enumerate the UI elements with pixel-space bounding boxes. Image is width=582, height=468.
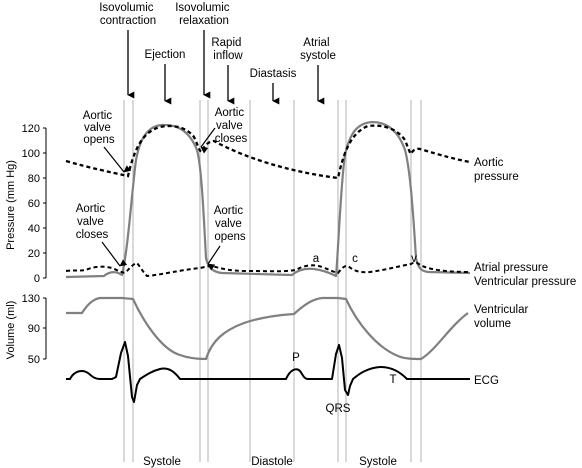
aortic-valve-closes-top-label: Aortic valve closes: [215, 107, 248, 145]
atrial-systole-label: Atrial systole: [300, 37, 336, 62]
systole-label-1: Systole: [143, 456, 181, 468]
ecg-label: ECG: [474, 375, 499, 387]
volume-axis-label: Volume (ml): [5, 301, 17, 360]
aortic-opens-top-pointer: [103, 146, 132, 173]
aortic-valve-opens-top-label: Aortic valve opens: [83, 110, 116, 146]
pressure-tick-labels: 120 100 80 60 40 20 0: [22, 123, 40, 285]
pressure-axis-label: Pressure (mm Hg): [5, 160, 17, 250]
tick-label: 80: [28, 173, 40, 185]
aortic-valve-closes-low-label: Aortic valve closes: [76, 203, 109, 241]
wave-c-label: c: [352, 253, 358, 265]
aortic-pressure-curve: [65, 124, 471, 180]
aortic-closes-low-pointer: [101, 241, 128, 267]
atrial-pressure-curve: [65, 261, 471, 278]
aortic-pressure-label: Aortic pressure: [474, 157, 519, 183]
tick-label: 60: [28, 198, 40, 210]
ventricular-pressure-curve: [65, 120, 471, 279]
ecg-t-label: T: [389, 374, 396, 386]
diastole-label: Diastole: [251, 456, 293, 468]
atrial-pressure-label: Atrial pressure: [474, 262, 548, 274]
isovolumic-contraction-label: Isovolumic contraction: [99, 2, 157, 27]
ejection-label: Ejection: [145, 49, 186, 61]
tick-label: 90: [28, 323, 40, 335]
systole-label-2: Systole: [359, 456, 397, 468]
diastasis-label: Diastasis: [250, 68, 297, 80]
volume-tick-labels: 130 90 50: [22, 293, 40, 366]
ecg-p-label: P: [292, 352, 300, 364]
rapid-inflow-label: Rapid inflow: [211, 37, 244, 62]
ecg-qrs-label: QRS: [326, 403, 351, 415]
tick-label: 0: [34, 273, 40, 285]
ecg-trace: [66, 341, 470, 403]
aortic-opens-low-pointer: [207, 245, 221, 271]
wave-a-label: a: [313, 253, 320, 265]
tick-label: 40: [28, 223, 40, 235]
ventricular-pressure-label: Ventricular pressure: [474, 276, 576, 288]
tick-label: 20: [28, 248, 40, 260]
ventricular-volume-curve: [66, 296, 469, 361]
phase-guide-lines: [123, 100, 422, 462]
tick-label: 130: [22, 293, 40, 305]
pressure-axis-ticks: [43, 127, 46, 279]
ventricular-volume-label: Ventricular volume: [474, 304, 532, 330]
tick-label: 100: [22, 148, 40, 160]
isovolumic-relaxation-label: Isovolumic relaxation: [175, 2, 233, 27]
tick-label: 50: [28, 354, 40, 366]
tick-label: 120: [22, 123, 40, 135]
volume-axis-ticks: [43, 297, 46, 360]
aortic-valve-opens-low-label: Aortic valve opens: [214, 205, 247, 243]
wave-v-label: v: [411, 253, 417, 265]
aortic-closes-top-pointer: [200, 127, 216, 154]
